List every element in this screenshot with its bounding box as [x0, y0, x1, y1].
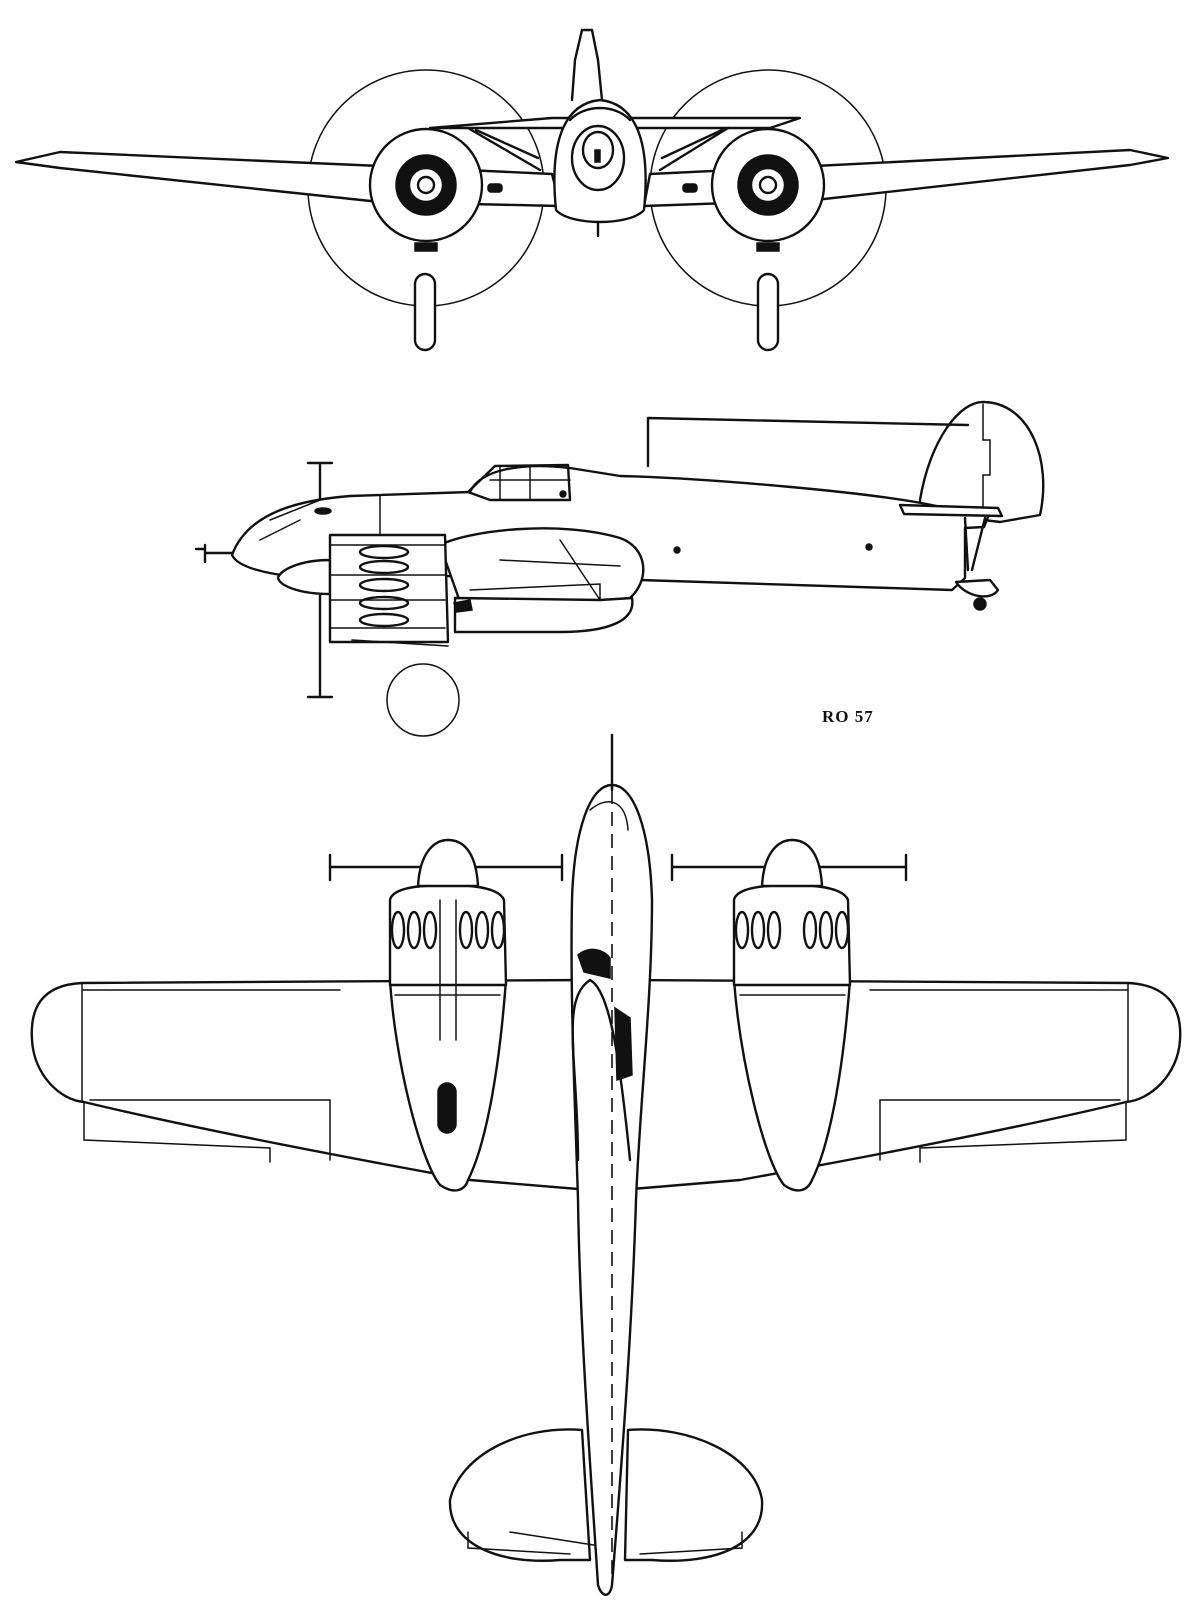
- left-engine-front: [368, 127, 484, 252]
- cockpit-black-panel: [577, 948, 611, 979]
- left-nacelle-hatch: [437, 1082, 457, 1134]
- top-view: [30, 733, 1182, 1596]
- rudder-hinge: [982, 403, 991, 511]
- left-spinner-top: [416, 838, 480, 888]
- right-nacelle-rear: [732, 978, 852, 1192]
- right-cowling-slots: [734, 910, 850, 950]
- cockpit-arc: [589, 801, 629, 831]
- nose-opening: [581, 130, 615, 170]
- canopy-outline: [568, 106, 632, 122]
- left-tailplane: [448, 1428, 592, 1562]
- right-intake: [682, 183, 698, 193]
- left-cowling-slots: [390, 910, 506, 950]
- right-wing-top: [618, 978, 1182, 1192]
- tail-fairing: [954, 578, 1000, 598]
- right-nacelle-lines: [733, 984, 851, 996]
- front-view: [14, 28, 1170, 352]
- fin-edge: [570, 28, 604, 102]
- fuselage-black-panel: [614, 1006, 633, 1082]
- left-main-gear: [413, 272, 437, 352]
- nose-marker: [314, 507, 332, 515]
- right-engine-front: [710, 127, 826, 252]
- right-tailplane: [623, 1428, 764, 1562]
- fin-rudder: [918, 400, 1045, 524]
- tailplane-side: [898, 503, 1004, 518]
- main-wheel-outline: [386, 663, 460, 737]
- engine-cowling-side: [328, 533, 450, 644]
- canopy: [466, 463, 572, 502]
- wing-panel-lines: [81, 982, 1129, 1103]
- side-view: [194, 400, 1045, 737]
- nacelle-lower: [453, 596, 634, 634]
- exhaust-stub: [453, 599, 473, 613]
- canopy-frames: [489, 465, 571, 501]
- elevator-lines: [467, 1531, 743, 1555]
- panel-rivet-1: [673, 546, 681, 554]
- nose-detail: [594, 149, 601, 163]
- spinner: [276, 558, 332, 596]
- far-wing-outline: [646, 416, 970, 468]
- aileron-flap-lines: [83, 1099, 1127, 1163]
- nose-probe: [194, 543, 234, 564]
- left-wing-top: [30, 978, 592, 1192]
- left-nacelle-lines: [389, 899, 507, 1041]
- right-spinner-top: [760, 838, 824, 888]
- panel-rivet-3: [559, 490, 567, 498]
- nacelle-wing: [438, 527, 645, 604]
- left-intake: [487, 183, 503, 193]
- exhaust-slots: [358, 544, 410, 628]
- nose-cap: [570, 124, 626, 192]
- tail-wheel: [973, 597, 987, 611]
- aircraft-type-label: RO 57: [822, 707, 874, 726]
- struts: [466, 126, 730, 172]
- tail-strut: [963, 516, 987, 572]
- panel-rivet-2: [865, 543, 873, 551]
- right-main-gear: [756, 272, 780, 352]
